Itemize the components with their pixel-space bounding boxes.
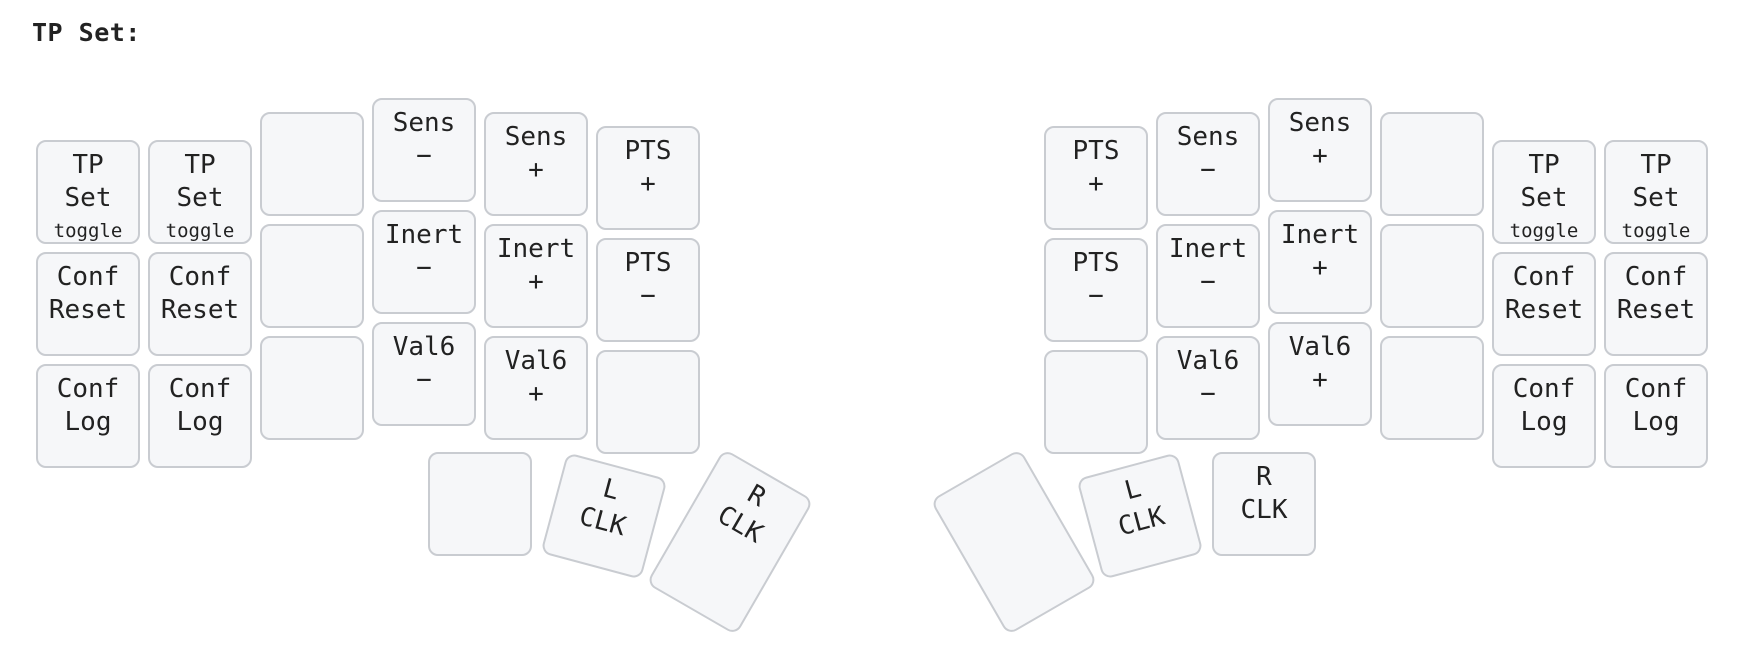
key-l-ring-home: [260, 224, 364, 328]
key-l-ring-bottom: [260, 336, 364, 440]
key-legend: Inert −: [1168, 234, 1248, 297]
key-legend: Val6 −: [392, 332, 456, 395]
key-r-middle-top: Sens +: [1268, 98, 1372, 202]
key-legend: Conf Log: [1512, 374, 1576, 437]
key-r-thumb-2: L CLK: [1076, 452, 1204, 580]
key-r-pinky-outer-top: TP Set toggle: [1604, 140, 1708, 244]
key-legend: Sens +: [504, 122, 568, 185]
key-r-ring-bottom: [1380, 336, 1484, 440]
key-legend: Conf Reset: [48, 262, 128, 325]
key-r-pinky-outer-home: Conf Reset: [1604, 252, 1708, 356]
key-l-inner-bottom: [596, 350, 700, 454]
key-legend: Sens −: [1176, 122, 1240, 185]
key-legend: TP Set: [64, 150, 112, 213]
key-legend: L CLK: [1114, 473, 1169, 543]
key-r-ring-top: [1380, 112, 1484, 216]
key-r-thumb-1: [929, 448, 1099, 636]
key-legend: Inert +: [1280, 220, 1360, 283]
key-l-pinky-outer-home: Conf Reset: [36, 252, 140, 356]
key-l-middle-bottom: Val6 −: [372, 322, 476, 426]
key-l-pinky-outer-top: TP Set toggle: [36, 140, 140, 244]
key-l-thumb-1: [428, 452, 532, 556]
key-hold-legend: toggle: [1621, 220, 1691, 242]
key-r-pinky-inner-top: TP Set toggle: [1492, 140, 1596, 244]
key-l-pinky-inner-home: Conf Reset: [148, 252, 252, 356]
key-r-ring-home: [1380, 224, 1484, 328]
key-r-pinky-outer-bottom: Conf Log: [1604, 364, 1708, 468]
key-l-index-home: Inert +: [484, 224, 588, 328]
key-legend: PTS −: [1072, 248, 1120, 311]
key-legend: Val6 −: [1176, 346, 1240, 409]
key-legend: R CLK: [1240, 462, 1288, 525]
key-legend: TP Set: [1632, 150, 1680, 213]
key-l-inner-top: PTS +: [596, 126, 700, 230]
key-l-thumb-3: R CLK: [645, 448, 815, 636]
key-r-inner-top: PTS +: [1044, 126, 1148, 230]
key-r-middle-bottom: Val6 +: [1268, 322, 1372, 426]
key-legend: Conf Reset: [1504, 262, 1584, 325]
key-hold-legend: toggle: [165, 220, 235, 242]
key-l-pinky-outer-bottom: Conf Log: [36, 364, 140, 468]
key-r-middle-home: Inert +: [1268, 210, 1372, 314]
key-legend: Conf Reset: [1616, 262, 1696, 325]
key-legend: Val6 +: [1288, 332, 1352, 395]
key-legend: Inert −: [384, 220, 464, 283]
key-legend: TP Set: [1520, 150, 1568, 213]
key-legend: TP Set: [176, 150, 224, 213]
key-l-middle-home: Inert −: [372, 210, 476, 314]
key-r-index-home: Inert −: [1156, 224, 1260, 328]
key-l-pinky-inner-bottom: Conf Log: [148, 364, 252, 468]
key-legend: L CLK: [575, 473, 630, 543]
key-r-pinky-inner-home: Conf Reset: [1492, 252, 1596, 356]
layer-title: TP Set:: [32, 18, 141, 47]
key-r-index-top: Sens −: [1156, 112, 1260, 216]
key-r-pinky-inner-bottom: Conf Log: [1492, 364, 1596, 468]
key-legend: Conf Log: [56, 374, 120, 437]
key-legend: Conf Log: [168, 374, 232, 437]
key-legend: Val6 +: [504, 346, 568, 409]
key-legend: Inert +: [496, 234, 576, 297]
key-l-index-top: Sens +: [484, 112, 588, 216]
key-hold-legend: toggle: [1509, 220, 1579, 242]
key-legend: Conf Reset: [160, 262, 240, 325]
key-l-pinky-inner-top: TP Set toggle: [148, 140, 252, 244]
key-legend: Sens −: [392, 108, 456, 171]
key-legend: R CLK: [712, 479, 771, 550]
key-r-index-bottom: Val6 −: [1156, 336, 1260, 440]
key-l-ring-top: [260, 112, 364, 216]
key-hold-legend: toggle: [53, 220, 123, 242]
key-l-index-bottom: Val6 +: [484, 336, 588, 440]
key-legend: Sens +: [1288, 108, 1352, 171]
key-legend: Conf Log: [1624, 374, 1688, 437]
key-l-inner-home: PTS −: [596, 238, 700, 342]
key-r-thumb-3: R CLK: [1212, 452, 1316, 556]
key-l-middle-top: Sens −: [372, 98, 476, 202]
key-l-thumb-2: L CLK: [540, 452, 668, 580]
key-legend: PTS +: [624, 136, 672, 199]
key-legend: PTS −: [624, 248, 672, 311]
key-r-inner-home: PTS −: [1044, 238, 1148, 342]
key-legend: PTS +: [1072, 136, 1120, 199]
key-r-inner-bottom: [1044, 350, 1148, 454]
